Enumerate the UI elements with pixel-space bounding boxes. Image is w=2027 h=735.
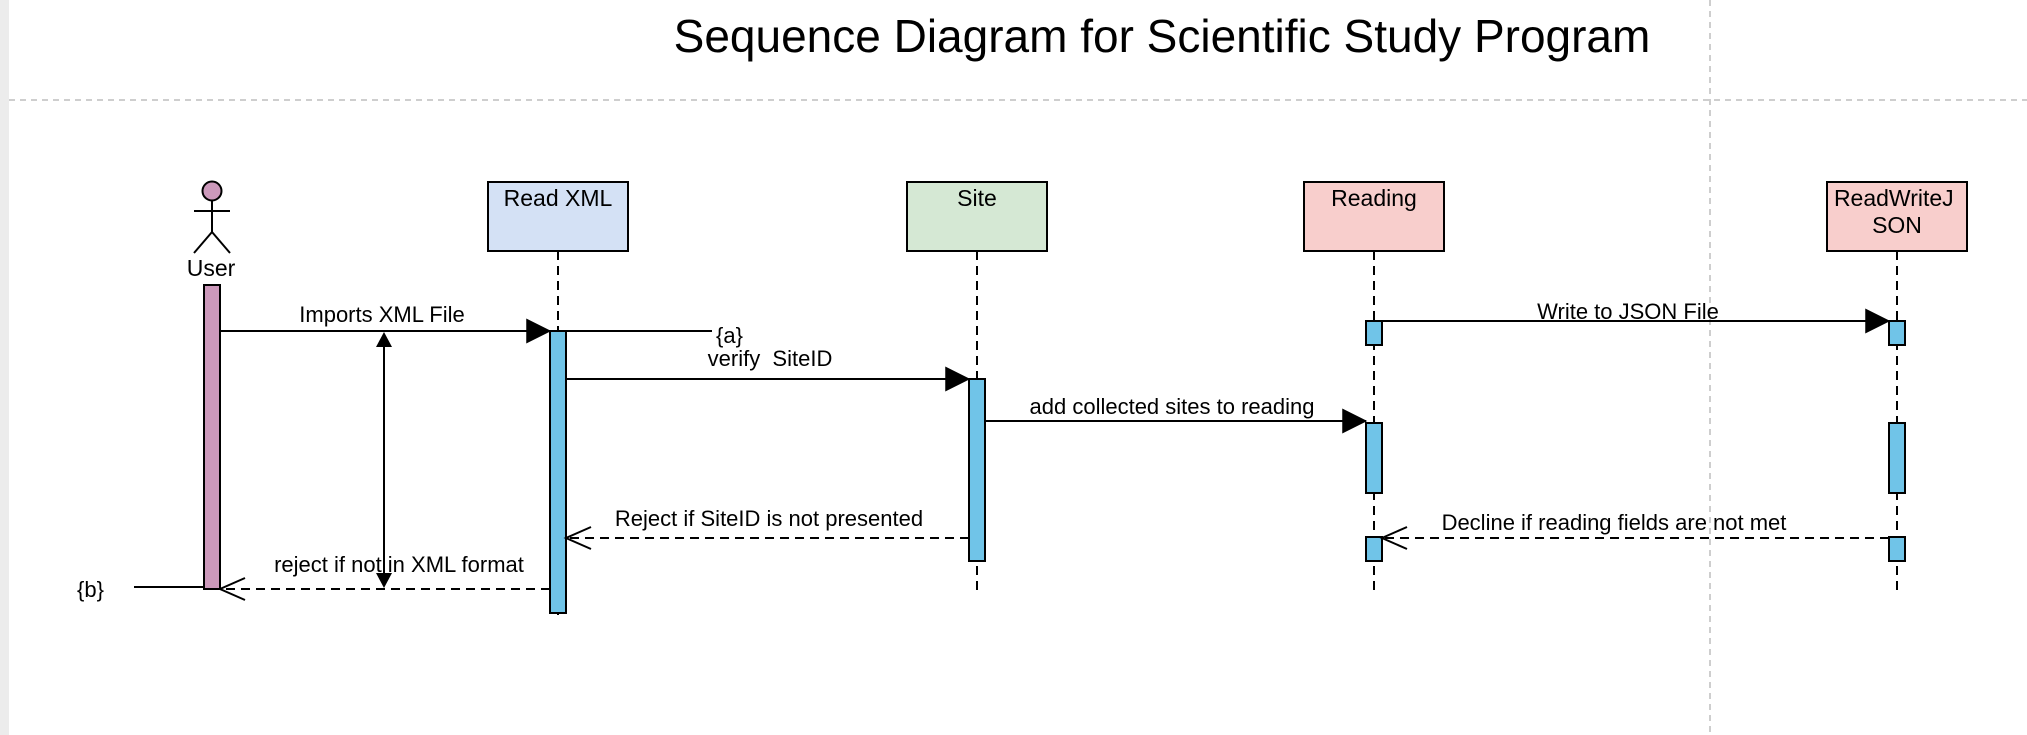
message-label: reject if not in XML format: [274, 552, 524, 577]
activation-readwritejson-2[interactable]: [1888, 422, 1906, 494]
open-arrowhead-icon: [563, 526, 592, 550]
message-verify-siteid[interactable]: verify SiteID: [566, 346, 971, 392]
message-label: Decline if reading fields are not met: [1442, 510, 1787, 535]
lifeline-head-readwritejson[interactable]: [1826, 181, 1968, 252]
lifeline-label-read-xml: Read XML: [504, 185, 613, 211]
left-margin-band: [0, 0, 9, 735]
actor-user[interactable]: User: [187, 180, 236, 282]
activation-readwritejson-1[interactable]: [1888, 320, 1906, 346]
constraint-a[interactable]: {a}: [566, 323, 743, 348]
lifeline-head-read-xml[interactable]: [487, 181, 629, 252]
message-label: Write to JSON File: [1537, 299, 1719, 324]
lifeline-label-site: Site: [957, 185, 997, 211]
arrow-down-icon: [376, 573, 392, 588]
message-label: add collected sites to reading: [1030, 394, 1315, 419]
message-imports-xml[interactable]: Imports XML File: [220, 302, 552, 344]
lifeline-site[interactable]: Site: [906, 181, 1048, 592]
message-add-sites[interactable]: add collected sites to reading: [985, 394, 1368, 434]
message-reject-xml[interactable]: reject if not in XML format: [217, 552, 550, 601]
constraint-label: {b}: [77, 577, 104, 602]
arrow-up-icon: [376, 332, 392, 347]
lifeline-head-site[interactable]: [906, 181, 1048, 252]
activation-reading-1[interactable]: [1365, 320, 1383, 346]
lifeline-reading[interactable]: Reading: [1303, 181, 1445, 592]
lifeline-label-reading: Reading: [1331, 185, 1417, 211]
message-decline-reading[interactable]: Decline if reading fields are not met: [1379, 510, 1889, 550]
lifeline-readwritejson[interactable]: ReadWriteJ SON: [1826, 181, 1968, 592]
open-arrowhead-icon: [1379, 526, 1408, 550]
actor-left-leg: [193, 231, 213, 254]
message-label: verify SiteID: [708, 346, 833, 371]
message-write-json[interactable]: Write to JSON File: [1382, 299, 1891, 334]
duration-constraint[interactable]: [376, 332, 392, 588]
activation-reading-2[interactable]: [1365, 422, 1383, 494]
actor-activation-bar[interactable]: [203, 284, 221, 590]
lifeline-read-xml[interactable]: Read XML: [487, 181, 629, 615]
activation-readwritejson-3[interactable]: [1888, 536, 1906, 562]
diagram-title: Sequence Diagram for Scientific Study Pr…: [674, 10, 1651, 62]
lifeline-label-readwritejson: ReadWriteJ SON: [1834, 185, 1960, 238]
actor-label: User: [187, 255, 236, 281]
message-reject-siteid[interactable]: Reject if SiteID is not presented: [563, 506, 969, 550]
open-arrowhead-icon: [217, 577, 246, 601]
message-label: Reject if SiteID is not presented: [615, 506, 923, 531]
actor-head-icon: [201, 180, 223, 202]
activation-site[interactable]: [968, 378, 986, 562]
constraint-b[interactable]: {b}: [77, 577, 204, 602]
activation-reading-3[interactable]: [1365, 536, 1383, 562]
constraint-label: {a}: [716, 323, 743, 348]
activation-read-xml[interactable]: [549, 330, 567, 614]
actor-right-leg: [211, 231, 231, 254]
message-label: Imports XML File: [299, 302, 464, 327]
